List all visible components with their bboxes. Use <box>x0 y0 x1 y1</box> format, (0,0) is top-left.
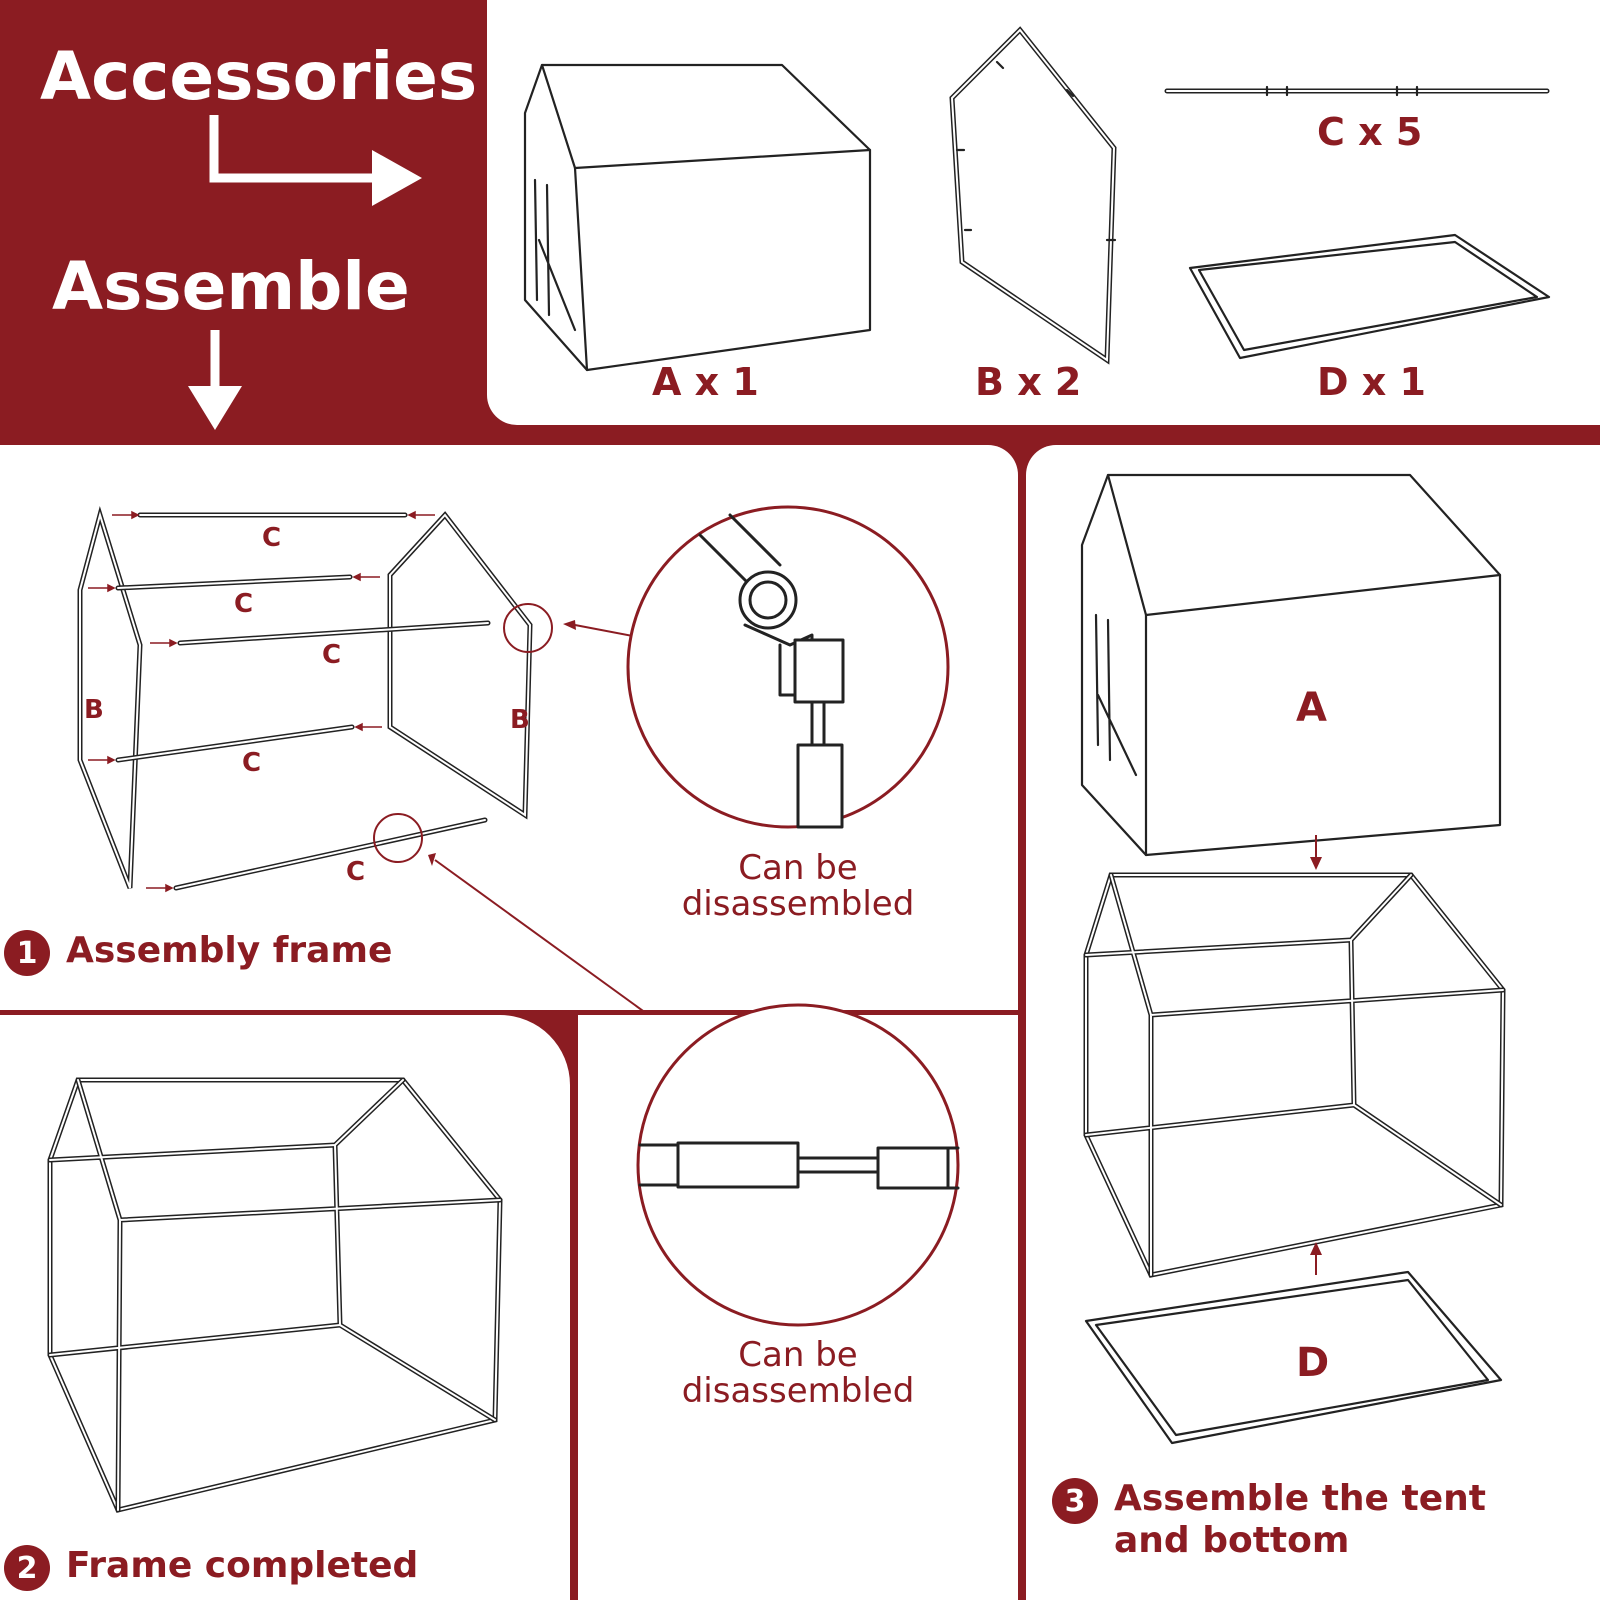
step3-title: 3 Assemble the tent and bottom <box>1052 1478 1486 1562</box>
step1-detail-note: Can be disassembled <box>681 848 915 924</box>
step3-label-d: D <box>1296 1340 1330 1386</box>
rod-c-illustration <box>1164 85 1550 97</box>
tent-cover-illustration <box>523 63 872 372</box>
step2-title: 2 Frame completed <box>4 1545 418 1591</box>
accessories-panel: A x 1 B x 2 C x 5 D x 1 <box>487 0 1600 425</box>
step3-panel: A D 3 Assemble the tent and bottom <box>1026 445 1600 1600</box>
step1-label-c3: C <box>322 640 342 670</box>
step3-title-line1: Assemble the tent <box>1114 1478 1486 1519</box>
step3-assembly-illustration <box>1080 473 1506 1445</box>
step1-label-b-back: B <box>510 705 530 735</box>
arrow-down-icon <box>188 330 242 430</box>
step1-label-c4: C <box>242 748 262 778</box>
step1-divider <box>0 1010 1018 1015</box>
part-a-label: A x 1 <box>652 360 759 404</box>
step1-label-c2: C <box>234 589 254 619</box>
step1-label-c1: C <box>262 523 282 553</box>
base-d-illustration <box>1188 233 1551 360</box>
step2-detail-note: Can be disassembled <box>681 1335 915 1411</box>
accessories-heading: Accessories <box>40 38 478 115</box>
step2-title-text: Frame completed <box>66 1545 419 1586</box>
arrow-right-icon <box>209 115 422 206</box>
step1-title: 1 Assembly frame <box>4 930 392 976</box>
step1-panel: B B C C C C C Can be disassembled 1 Asse… <box>0 445 1018 1046</box>
step2-number-badge: 2 <box>4 1545 50 1591</box>
part-c-label: C x 5 <box>1317 110 1423 154</box>
assemble-heading: Assemble <box>52 248 410 325</box>
step1-number-badge: 1 <box>4 930 50 976</box>
step1-title-text: Assembly frame <box>66 930 393 971</box>
step1-label-b-front: B <box>84 695 104 725</box>
step2-frame-illustration <box>47 1077 503 1513</box>
step3-title-line2: and bottom <box>1114 1520 1350 1561</box>
straight-joint-detail <box>636 1003 960 1327</box>
part-b-label: B x 2 <box>975 360 1082 404</box>
detail-panel: Can be disassembled <box>578 1003 1018 1600</box>
side-frame-b-illustration <box>949 26 1117 365</box>
step3-label-a: A <box>1296 685 1327 731</box>
step1-frame-illustration <box>77 505 950 1046</box>
step1-label-c5: C <box>346 857 366 887</box>
step3-number-badge: 3 <box>1052 1478 1098 1524</box>
step2-panel: 2 Frame completed <box>0 1015 570 1600</box>
part-d-label: D x 1 <box>1317 360 1426 404</box>
